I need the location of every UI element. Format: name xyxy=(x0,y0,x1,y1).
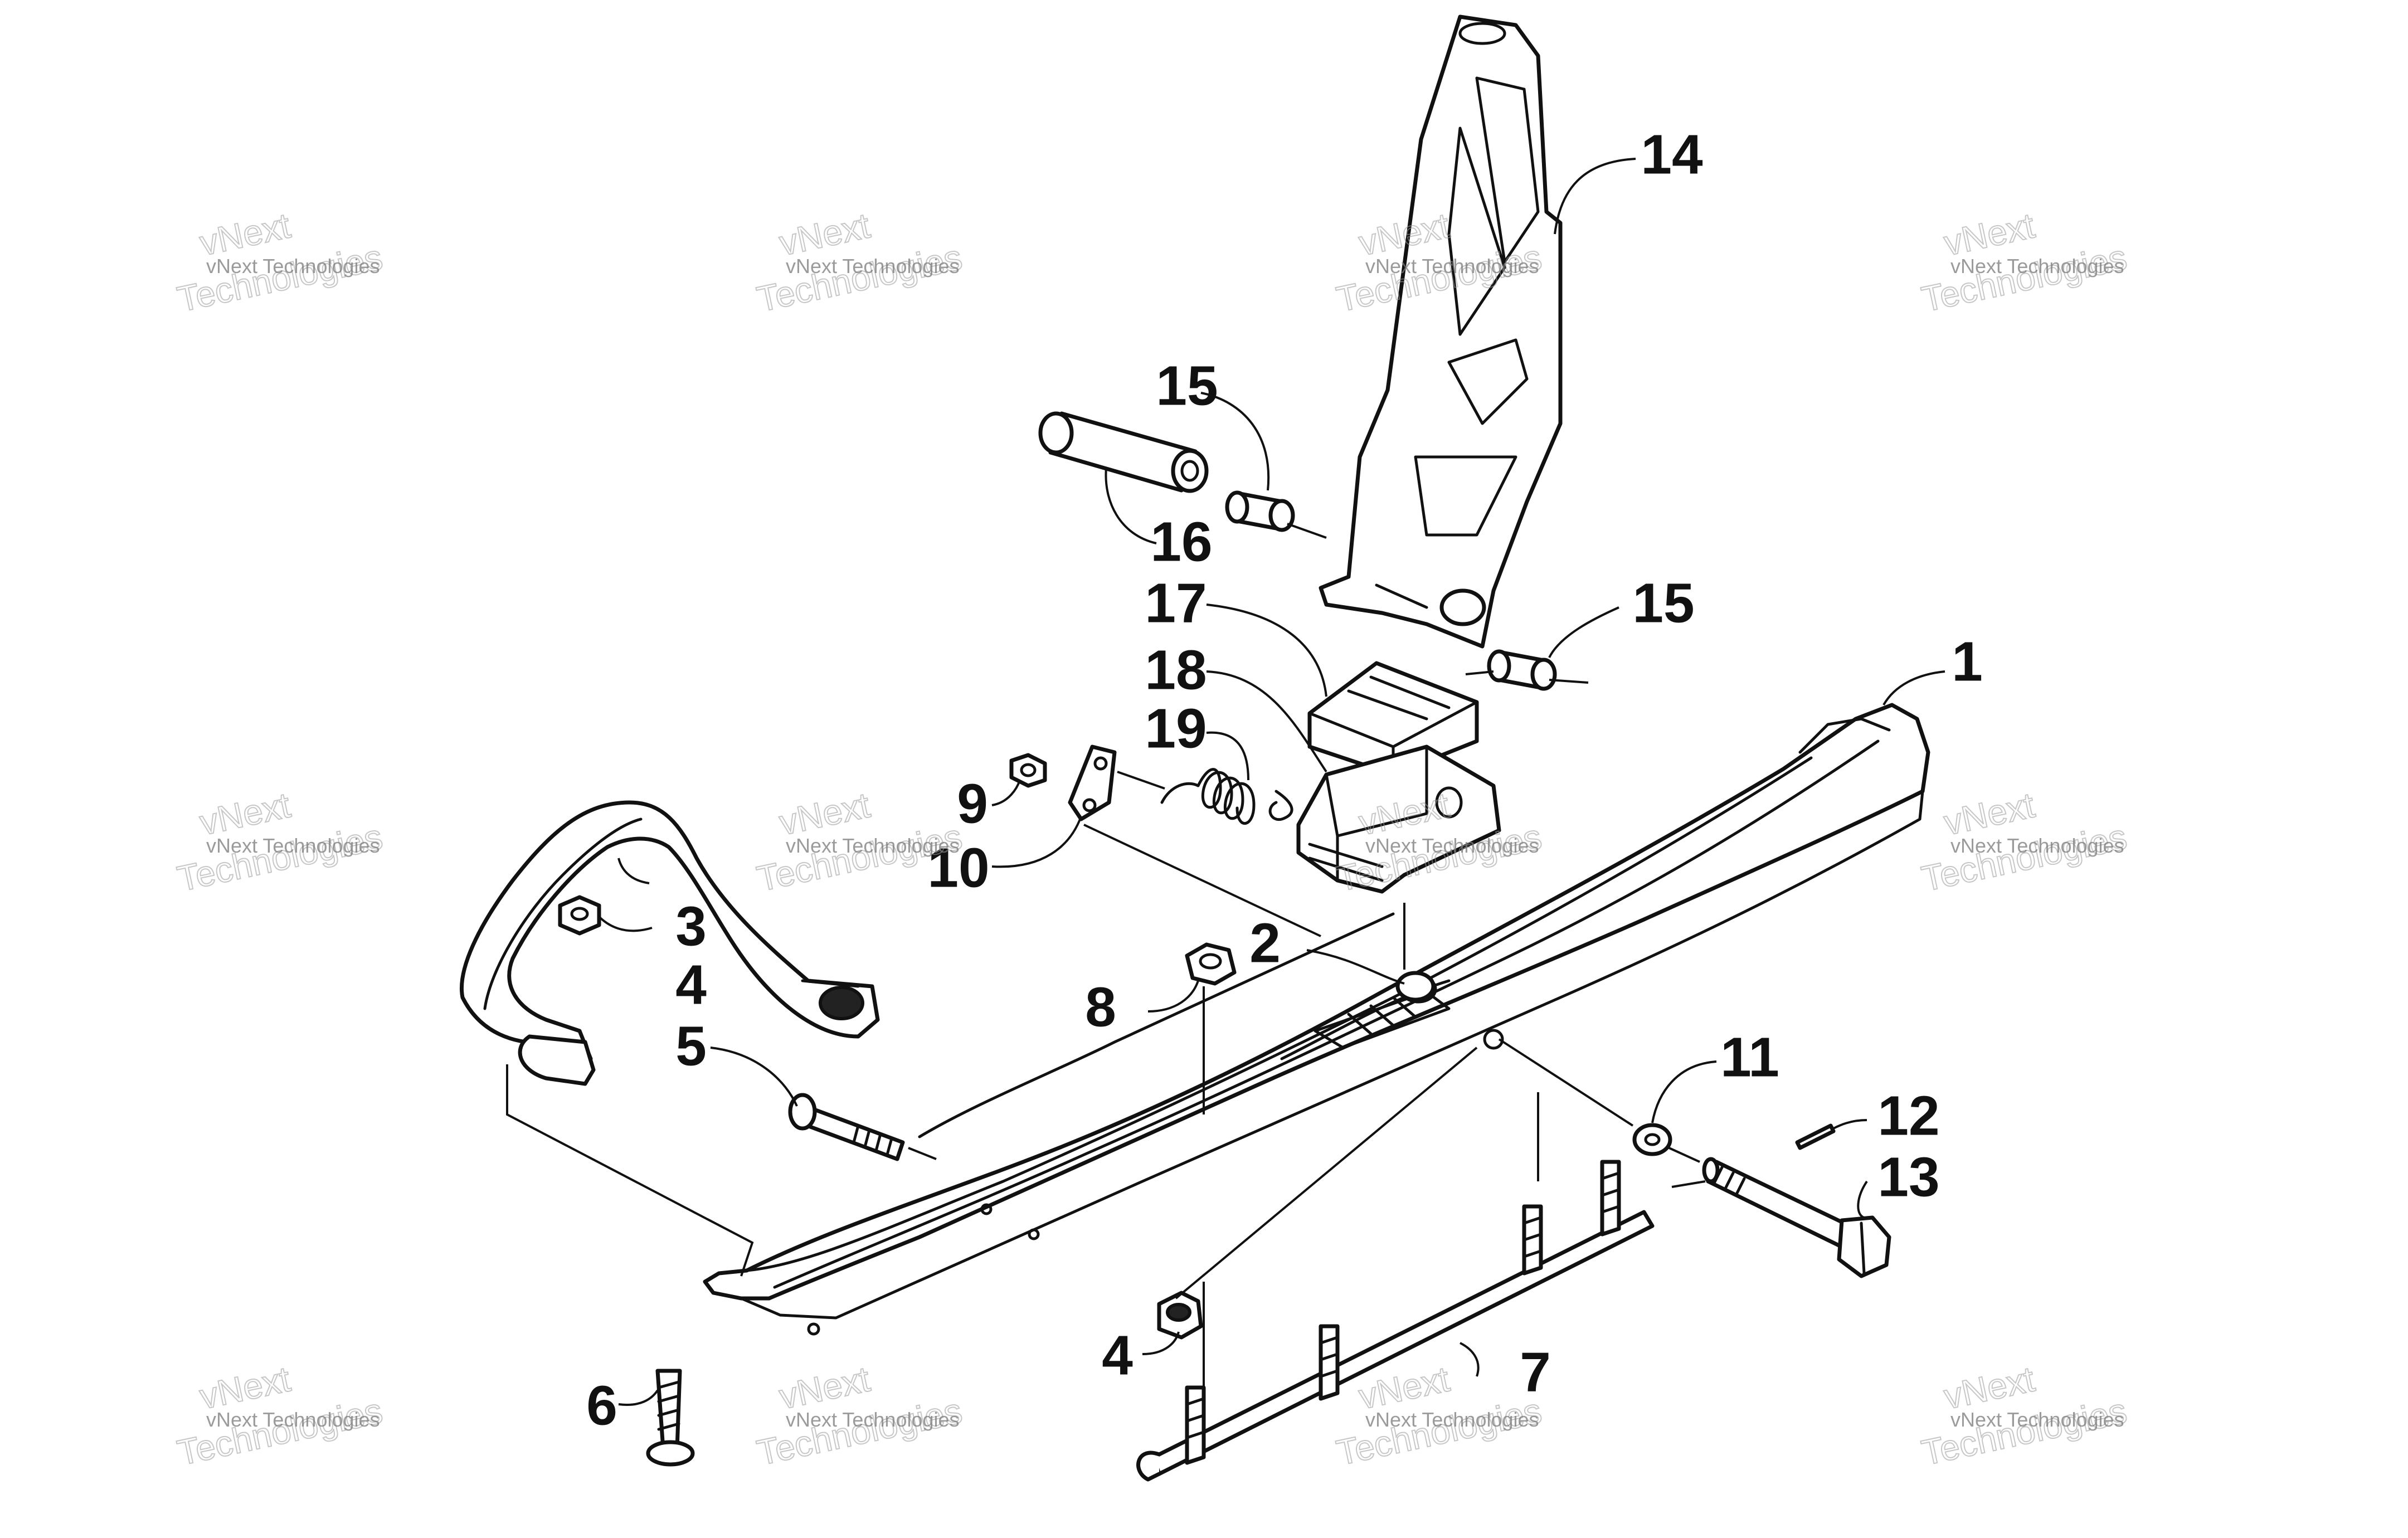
callout-9: 9 xyxy=(957,772,988,835)
callout-2: 2 xyxy=(1249,912,1281,974)
callout-13: 13 xyxy=(1877,1146,1939,1208)
watermark-line: vNext Technologies xyxy=(1365,255,1539,278)
screw-part xyxy=(646,1369,695,1467)
callout-3: 3 xyxy=(675,895,707,957)
watermark-line: vNext Technologies xyxy=(206,834,380,857)
watermark-line: vNext Technologies xyxy=(786,1408,960,1431)
bushing-upper-part xyxy=(1225,490,1295,532)
watermark-line: vNext Technologies xyxy=(1950,255,2124,278)
spring-part xyxy=(1160,768,1293,825)
wear-bar-part xyxy=(1136,1160,1655,1482)
callout-1: 1 xyxy=(1952,630,1983,693)
leader-lines xyxy=(506,158,1945,1406)
callout-8: 8 xyxy=(1085,976,1116,1038)
bushing-lower-part xyxy=(1487,649,1557,691)
callout-12: 12 xyxy=(1877,1084,1939,1147)
callout-6: 6 xyxy=(586,1374,617,1437)
watermark-line: vNext Technologies xyxy=(1365,1408,1539,1431)
callout-7: 7 xyxy=(1520,1341,1551,1403)
callout-17: 17 xyxy=(1145,572,1207,634)
watermark-line: vNext Technologies xyxy=(206,255,380,278)
ski-part xyxy=(703,703,1930,1336)
watermark-line: vNext Technologies xyxy=(206,1408,380,1431)
nut-loop-part xyxy=(558,895,601,936)
callout-15-upper: 15 xyxy=(1156,354,1218,417)
watermark-line: vNext Technologies xyxy=(786,834,960,857)
nut-small-part xyxy=(1009,753,1047,788)
callout-15-lower: 15 xyxy=(1632,572,1694,634)
spindle-shaft-part xyxy=(1038,411,1209,493)
nut-lower-part xyxy=(1157,1291,1203,1340)
watermark-line: vNext Technologies xyxy=(1365,834,1539,857)
watermark-line: vNext Technologies xyxy=(1950,1408,2124,1431)
callout-14: 14 xyxy=(1641,123,1703,186)
spindle-part xyxy=(1319,14,1563,649)
callout-10: 10 xyxy=(927,836,989,899)
callout-5: 5 xyxy=(675,1015,707,1077)
cotter-pin-part xyxy=(1795,1123,1836,1150)
bolt-loop-part xyxy=(788,1093,905,1161)
callout-labels: 1 2 3 4 4 5 6 7 8 9 10 11 12 13 14 15 15… xyxy=(586,123,1983,1437)
plate-part xyxy=(1068,744,1117,821)
watermark-line: vNext Technologies xyxy=(1950,834,2124,857)
watermark-line: vNext Technologies xyxy=(786,255,960,278)
saddle-bracket-part xyxy=(1296,744,1501,894)
callout-4-loop: 4 xyxy=(675,953,707,1016)
washer-part xyxy=(1395,971,1436,1002)
ski-loop-part xyxy=(460,800,880,1086)
callout-18: 18 xyxy=(1145,639,1207,701)
nut-ski-part xyxy=(1185,942,1237,986)
washer-side-part xyxy=(1632,1123,1672,1156)
callout-19: 19 xyxy=(1145,697,1207,760)
callout-11: 11 xyxy=(1720,1026,1779,1088)
callout-4-lower: 4 xyxy=(1102,1324,1133,1386)
spindle-bolt-part xyxy=(1702,1157,1891,1278)
callout-16: 16 xyxy=(1150,510,1212,573)
